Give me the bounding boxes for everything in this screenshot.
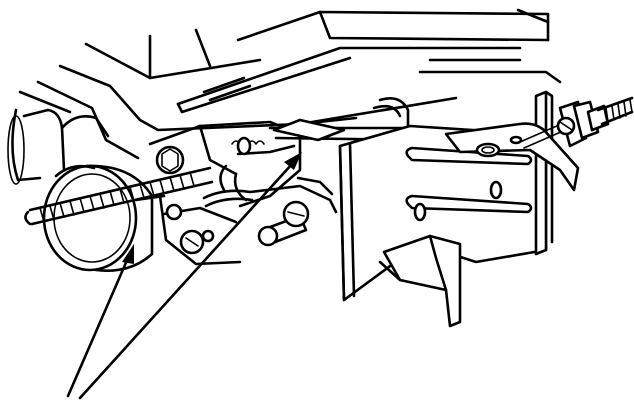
throttle-lever	[444, 122, 580, 192]
cable-clamp-assembly	[519, 96, 634, 149]
pipe-elbows	[7, 108, 110, 185]
upper-housing	[18, 8, 562, 160]
threaded-rod-left	[24, 166, 214, 226]
foot-plate	[378, 234, 462, 328]
callout-leader-2	[78, 152, 302, 400]
callout-leader-1	[66, 244, 134, 398]
carburetor-body	[148, 120, 338, 266]
